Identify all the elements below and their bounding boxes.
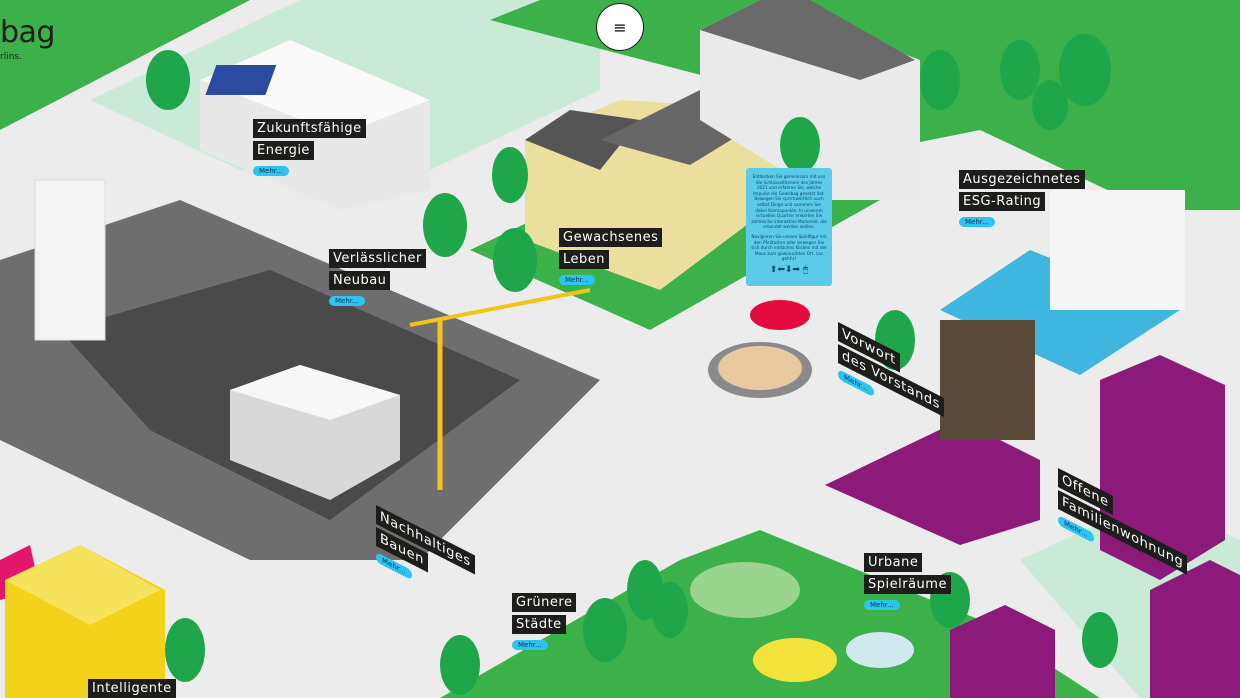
more-button[interactable]: Mehr... <box>329 296 365 306</box>
hotspot-esg-rating[interactable]: Ausgezeichnetes ESG-Rating Mehr... <box>959 170 1085 227</box>
hotspot-title: ESG-Rating <box>959 192 1046 211</box>
trees <box>146 34 1118 695</box>
hotspot-title: Ausgezeichnetes <box>959 170 1085 189</box>
more-button[interactable]: Mehr... <box>253 166 289 176</box>
logo-name: bag <box>0 15 55 50</box>
hotspot-zukunftsfaehige-energie[interactable]: Zukunftsfähige Energie Mehr... <box>253 119 366 176</box>
stage-screen <box>940 320 1035 440</box>
more-button[interactable]: Mehr... <box>959 217 995 227</box>
hotspot-title: Neubau <box>329 271 391 290</box>
arrow-keys-mouse-icon: ⬆⬅⬇➡ 🖱 <box>769 264 809 275</box>
purple-building <box>1100 355 1225 580</box>
menu-button[interactable]: ≡ <box>596 3 644 51</box>
hotspot-title: Städte <box>512 615 566 634</box>
player-spot <box>750 300 810 330</box>
purple-building <box>1150 560 1240 698</box>
logo[interactable]: bag rlins. <box>0 15 55 63</box>
stage-roof <box>940 250 1180 375</box>
seesaw-area <box>753 638 837 682</box>
more-button[interactable]: Mehr... <box>512 640 548 650</box>
hotspot-title: Verlässlicher <box>329 249 426 268</box>
info-board: Entdecken Sie gemeinsam mit uns die Schl… <box>746 168 832 286</box>
esg-building <box>1050 190 1185 310</box>
more-button[interactable]: Mehr... <box>559 275 595 285</box>
hotspot-title: Zukunftsfähige <box>253 119 366 138</box>
more-button[interactable]: Mehr... <box>864 600 900 610</box>
playground <box>690 562 800 618</box>
hotspot-intelligente[interactable]: Intelligente <box>88 679 176 698</box>
hotspot-title: Grünere <box>512 593 577 612</box>
hotspot-title: Urbane <box>864 553 923 572</box>
hotspot-gewachsenes-leben[interactable]: Gewachsenes Leben Mehr... <box>559 228 663 285</box>
green-area <box>0 0 250 130</box>
hotspot-title: Leben <box>559 250 610 269</box>
purple-building <box>950 605 1055 698</box>
solar-panels <box>205 65 277 95</box>
hotspot-title: Energie <box>253 141 314 160</box>
hotspot-title: Gewachsenes <box>559 228 663 247</box>
hotspot-verlaesslicher-neubau[interactable]: Verlässlicher Neubau Mehr... <box>329 249 426 306</box>
stage-carpet <box>825 420 1040 545</box>
hotspot-title: Intelligente <box>88 679 176 698</box>
hotspot-urbane-spielraeume[interactable]: Urbane Spielräume Mehr... <box>864 553 951 610</box>
hamburger-icon: ≡ <box>613 17 627 37</box>
letter-I <box>34 179 106 341</box>
hotspot-title: Spielräume <box>864 575 951 594</box>
info-text: Navigieren Sie unsere Spielfigur mit den… <box>751 233 827 262</box>
carousel-area <box>846 632 914 668</box>
logo-tagline: rlins. <box>0 52 22 62</box>
info-text: Entdecken Sie gemeinsam mit uns die Schl… <box>751 174 827 230</box>
hotspot-gruenere-staedte[interactable]: Grünere Städte Mehr... <box>512 593 577 650</box>
